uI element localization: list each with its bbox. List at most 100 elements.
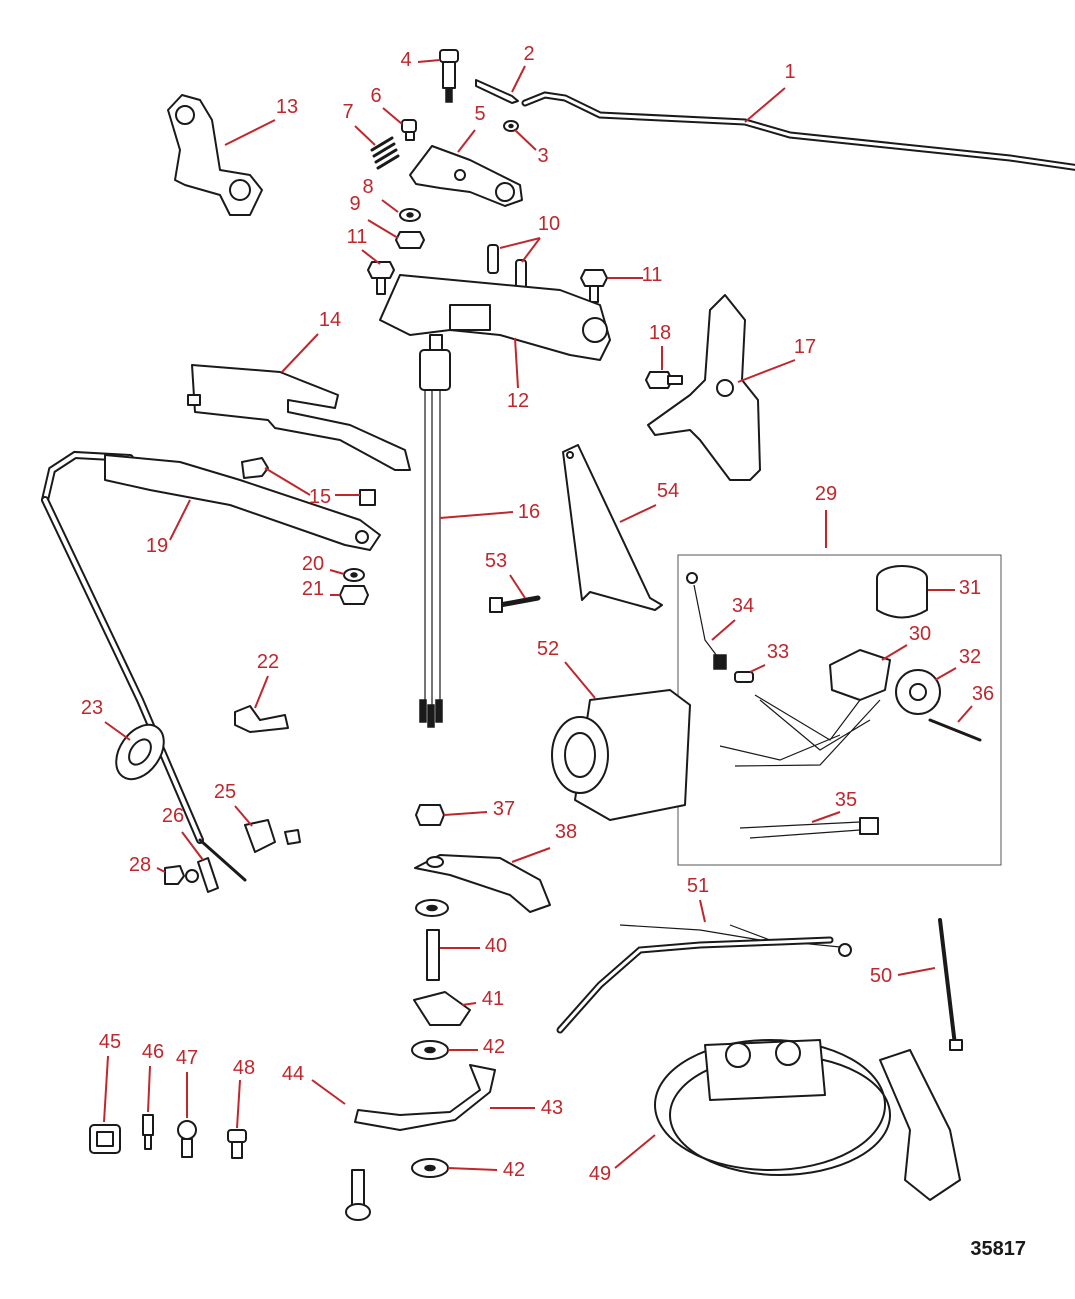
part-3-washer xyxy=(503,120,519,132)
callout-leader-line xyxy=(511,65,526,93)
part-washer xyxy=(415,899,449,917)
callout-number: 16 xyxy=(518,501,540,523)
callout-leader-line xyxy=(619,504,657,523)
part-42-washer-b xyxy=(411,1158,449,1178)
callout-number: 42 xyxy=(483,1036,505,1058)
callout-number: 9 xyxy=(349,193,360,215)
callout-number: 51 xyxy=(687,875,709,897)
callout-number: 20 xyxy=(302,553,324,575)
callout-leader-line xyxy=(744,87,786,123)
callout-c26: 26 xyxy=(162,805,204,861)
callout-leader-line xyxy=(361,249,381,265)
figure-id: 35817 xyxy=(970,1238,1026,1260)
callout-leader-line xyxy=(439,511,514,519)
callout-number: 44 xyxy=(282,1063,304,1085)
callout-c50: 50 xyxy=(870,965,936,987)
callout-leader-line xyxy=(224,119,276,146)
callout-number: 22 xyxy=(257,651,279,673)
callout-leader-line xyxy=(514,129,537,151)
callout-c44: 44 xyxy=(282,1063,346,1105)
callout-layer: 1234567891011111213141516171819202122232… xyxy=(81,43,994,1185)
callout-number: 25 xyxy=(214,781,236,803)
callout-number: 21 xyxy=(302,578,324,600)
kit-29-outline xyxy=(677,554,1002,866)
part-16-neutral-switch xyxy=(419,334,451,728)
callout-c13: 13 xyxy=(224,96,298,146)
callout-number: 43 xyxy=(541,1097,563,1119)
callout-c15: 15 xyxy=(264,467,360,508)
callout-leader-line xyxy=(381,199,399,213)
callout-c54: 54 xyxy=(619,480,679,523)
callout-number: 3 xyxy=(537,145,548,167)
callout-c20: 20 xyxy=(302,553,345,575)
callout-leader-line xyxy=(711,619,736,641)
callout-number: 18 xyxy=(649,322,671,344)
part-49-module xyxy=(654,1039,961,1201)
callout-number: 34 xyxy=(732,595,754,617)
callout-c11a: 11 xyxy=(347,226,381,265)
callout-leader-line xyxy=(104,721,131,741)
callout-number: 12 xyxy=(507,390,529,412)
callout-leader-line xyxy=(147,1065,151,1113)
callout-c12: 12 xyxy=(507,337,529,412)
callout-c52: 52 xyxy=(537,638,596,699)
part-42-washer-a xyxy=(411,1040,449,1060)
callout-c31: 31 xyxy=(928,577,981,599)
callout-leader-line xyxy=(521,237,541,263)
part-36-screw xyxy=(928,718,982,742)
part-34-lead xyxy=(686,572,727,670)
callout-c14: 14 xyxy=(281,309,341,373)
part-48-screw xyxy=(227,1129,247,1159)
callout-number: 40 xyxy=(485,935,507,957)
callout-c2: 2 xyxy=(511,43,535,93)
callout-leader-line xyxy=(234,805,253,827)
part-46-terminal xyxy=(142,1114,154,1150)
callout-number: 30 xyxy=(909,623,931,645)
callout-number: 11 xyxy=(642,264,663,286)
callout-c21: 21 xyxy=(302,578,340,600)
part-33-fuse xyxy=(734,671,754,683)
callout-number: 54 xyxy=(657,480,679,502)
callout-c16: 16 xyxy=(439,501,540,523)
part-7-spring xyxy=(370,136,400,170)
callout-leader-line xyxy=(897,967,936,976)
callout-c38: 38 xyxy=(511,821,577,863)
part-53-bolt xyxy=(489,595,541,613)
callout-number: 26 xyxy=(162,805,184,827)
callout-number: 41 xyxy=(482,988,504,1010)
part-40-stud xyxy=(426,929,440,981)
part-54-bracket xyxy=(562,444,663,611)
part-30-holder xyxy=(829,649,891,701)
callout-number: 52 xyxy=(537,638,559,660)
part-43-arm xyxy=(354,1064,496,1131)
callout-leader-line xyxy=(367,219,399,239)
part-9-nut xyxy=(395,231,425,249)
part-25-clip xyxy=(244,819,301,853)
part-2-cotter-pin xyxy=(475,79,519,104)
callout-leader-line xyxy=(461,1002,477,1006)
callout-c10: 10 xyxy=(499,213,560,263)
callout-number: 32 xyxy=(959,646,981,668)
callout-c40: 40 xyxy=(440,935,507,957)
callout-c29: 29 xyxy=(815,483,837,548)
part-15-bolt-a xyxy=(241,457,269,479)
part-17-mount-bracket xyxy=(647,294,761,481)
callout-leader-line xyxy=(499,237,541,249)
callout-number: 13 xyxy=(276,96,298,118)
callout-leader-line xyxy=(737,359,796,383)
callout-c53: 53 xyxy=(485,550,526,599)
callout-leader-line xyxy=(749,664,766,673)
callout-c9: 9 xyxy=(349,193,399,239)
callout-c43: 43 xyxy=(490,1097,563,1119)
callout-c7: 7 xyxy=(342,101,376,146)
callout-leader-line xyxy=(614,1134,656,1169)
part-4-pin xyxy=(439,49,459,103)
callout-c42a: 42 xyxy=(448,1036,505,1058)
callout-number: 37 xyxy=(493,798,515,820)
callout-leader-line xyxy=(881,644,908,661)
callout-c23: 23 xyxy=(81,697,131,741)
part-41-tab xyxy=(413,991,471,1026)
callout-number: 7 xyxy=(342,101,353,123)
callout-number: 5 xyxy=(474,103,485,125)
